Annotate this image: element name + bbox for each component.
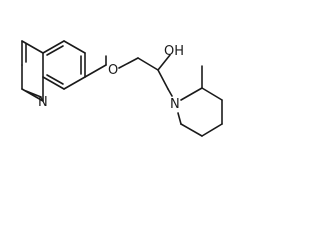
piperidine-nitrogen-label: N xyxy=(170,97,180,112)
quinoline-pyridine-ring xyxy=(21,40,44,102)
quinoline-benzo-ring xyxy=(42,40,86,90)
hydroxyl-label: OH xyxy=(164,44,184,59)
quinoline-nitrogen-label: N xyxy=(38,95,48,110)
ether-linker xyxy=(84,54,173,97)
piperidine-ring xyxy=(177,65,223,137)
ether-oxygen-label: O xyxy=(108,63,118,78)
structure-diagram: N O OH N xyxy=(21,40,223,137)
